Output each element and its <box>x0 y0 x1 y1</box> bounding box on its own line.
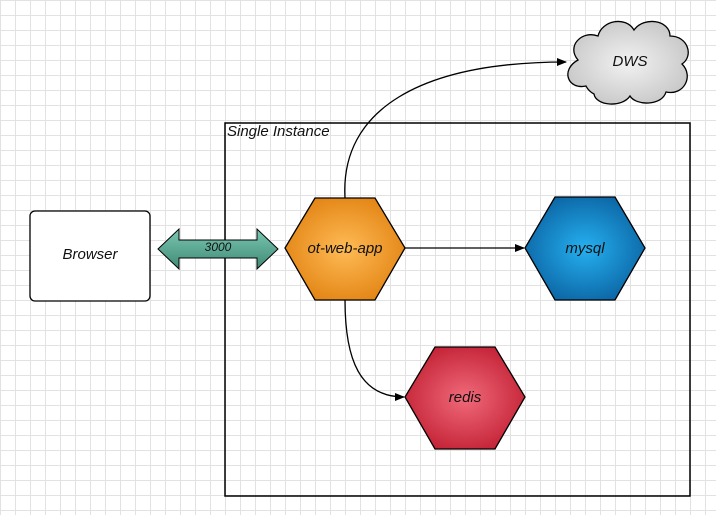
mysql-node[interactable] <box>524 196 646 301</box>
dws-label: DWS <box>613 53 648 70</box>
browser-label: Browser <box>62 246 118 263</box>
web-app-node[interactable] <box>284 197 406 301</box>
web-app-label: ot-web-app <box>307 240 382 257</box>
container-label: Single Instance <box>227 123 330 140</box>
redis-label: redis <box>449 389 482 406</box>
edge-browser-web-app-double-arrow <box>157 227 279 271</box>
edge-web-app-to-redis <box>344 299 405 401</box>
edge-web-app-to-dws <box>344 58 567 199</box>
redis-node[interactable] <box>404 346 526 450</box>
browser-node[interactable] <box>29 210 151 302</box>
mysql-label: mysql <box>565 240 605 257</box>
port-label: 3000 <box>205 240 232 254</box>
single-instance-container <box>224 122 691 497</box>
dws-cloud-node[interactable] <box>567 20 689 105</box>
